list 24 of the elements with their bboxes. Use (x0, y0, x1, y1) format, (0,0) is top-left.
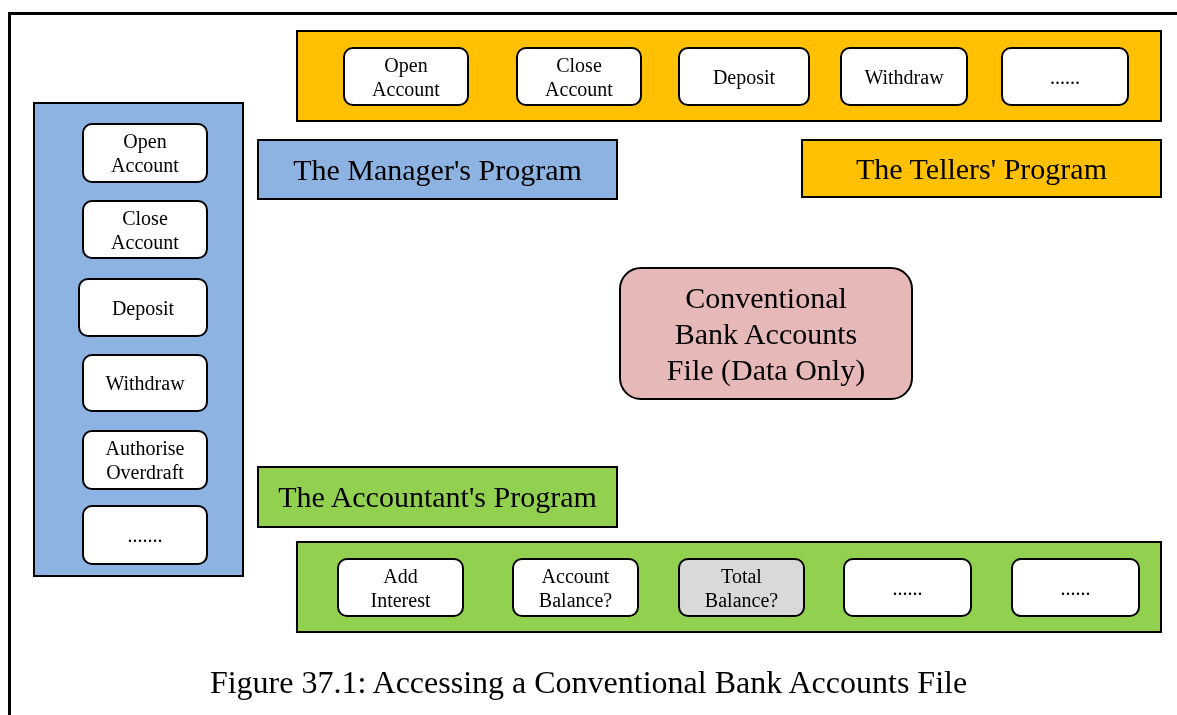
operation-box: ....... (82, 505, 208, 565)
operation-box: Open Account (343, 47, 469, 106)
program-panel (33, 102, 244, 577)
operation-box: Total Balance? (678, 558, 805, 617)
program-panel (296, 541, 1162, 633)
program-label-box: The Accountant's Program (257, 466, 618, 528)
program-label-box: The Tellers' Program (801, 139, 1162, 198)
operation-box: ...... (1001, 47, 1129, 106)
data-file-box: Conventional Bank Accounts File (Data Only) (619, 267, 913, 400)
operation-box: Deposit (78, 278, 208, 337)
operation-box: Withdraw (82, 354, 208, 412)
operation-box: Deposit (678, 47, 810, 106)
operation-box: Account Balance? (512, 558, 639, 617)
program-panel (296, 30, 1162, 122)
operation-box: Close Account (516, 47, 642, 106)
program-label-box: The Manager's Program (257, 139, 618, 200)
operation-box: Close Account (82, 200, 208, 259)
figure-caption: Figure 37.1: Accessing a Conventional Bank Accounts File (208, 664, 969, 701)
operation-box: Add Interest (337, 558, 464, 617)
operation-box: Withdraw (840, 47, 968, 106)
operation-box: Open Account (82, 123, 208, 183)
operation-box: Authorise Overdraft (82, 430, 208, 490)
operation-box: ...... (843, 558, 972, 617)
operation-box: ...... (1011, 558, 1140, 617)
